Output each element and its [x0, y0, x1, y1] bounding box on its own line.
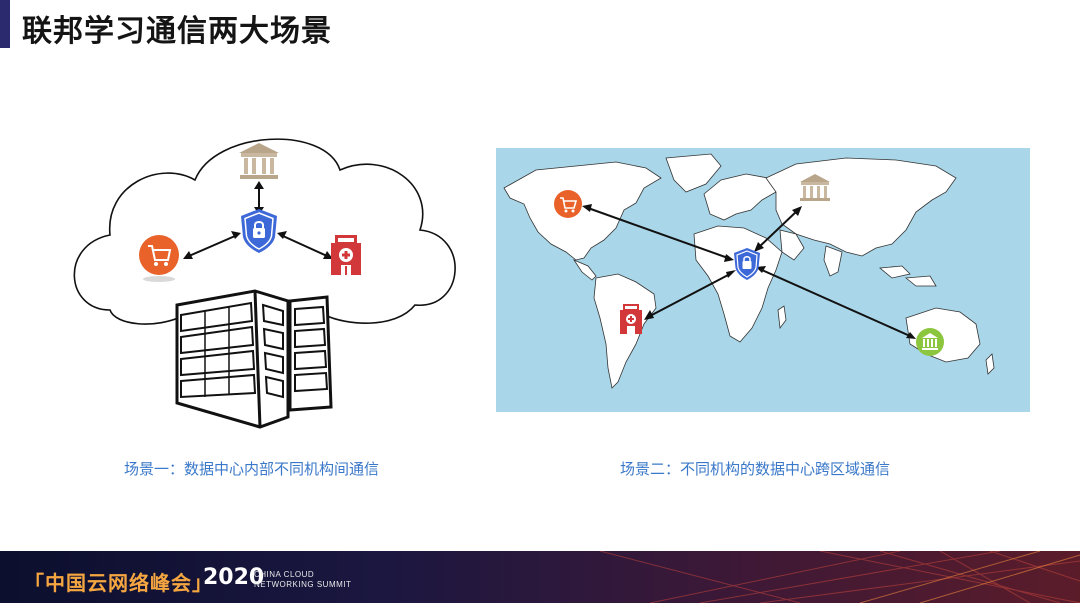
footer-year: 2020	[203, 565, 265, 590]
hospital-icon	[620, 304, 642, 334]
footer-sub-line1: CHINA CLOUD	[254, 570, 315, 579]
bank-building-icon	[916, 328, 944, 356]
data-center-icon	[175, 289, 333, 429]
lock-shield-icon	[734, 248, 760, 280]
bank-building-icon	[800, 174, 830, 201]
shopping-cart-icon	[139, 235, 179, 282]
footer-sub-line2: NETWORKING SUMMIT	[254, 580, 352, 589]
hospital-icon	[331, 235, 361, 275]
footer-brand: 「中国云网络峰会」	[24, 571, 213, 595]
caption-scene-one: 场景一：数据中心内部不同机构间通信	[124, 460, 380, 478]
shopping-cart-icon	[554, 190, 582, 218]
scene-one-diagram	[73, 138, 456, 429]
scene-two-world-map	[496, 148, 1030, 412]
slide-title: 联邦学习通信两大场景	[22, 14, 332, 49]
title-accent-bar	[0, 0, 10, 48]
lock-shield-icon	[241, 209, 277, 253]
footer-banner: 「中国云网络峰会」 2020 CHINA CLOUD NETWORKING SU…	[0, 551, 1080, 603]
caption-scene-two: 场景二：不同机构的数据中心跨区域通信	[620, 460, 891, 478]
bank-building-icon	[239, 143, 279, 179]
footer-decoration	[599, 551, 1080, 603]
